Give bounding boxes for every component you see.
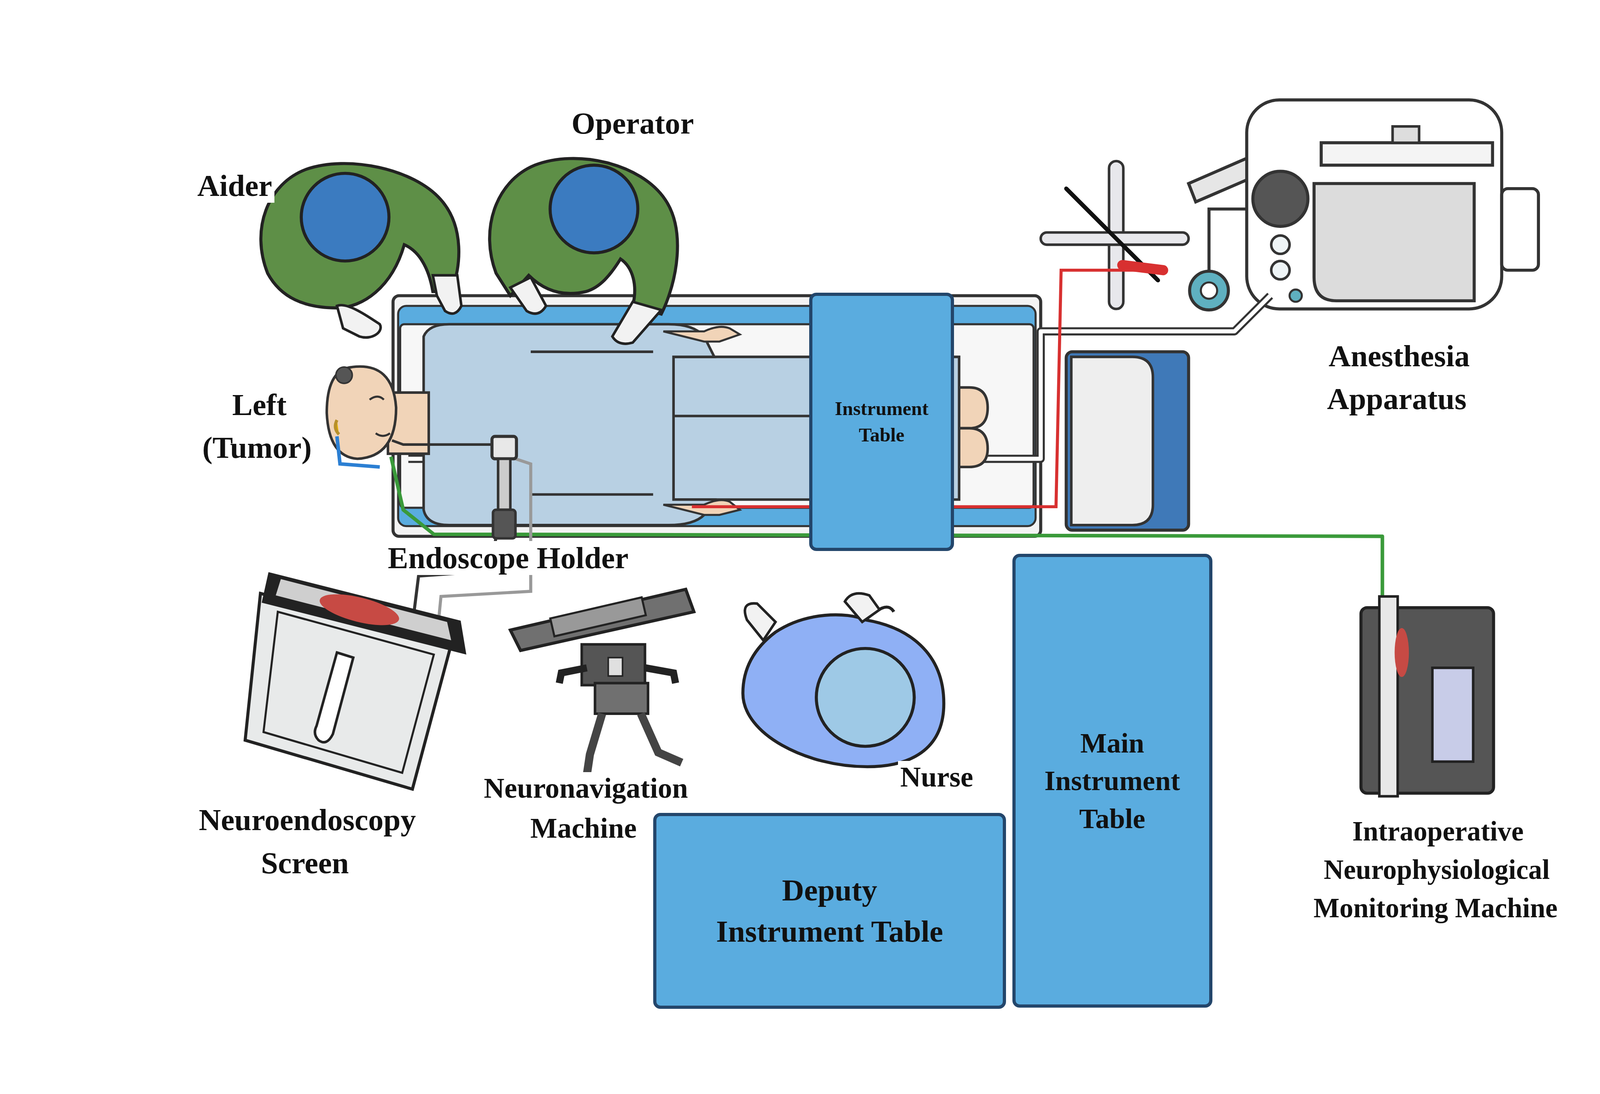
table-label: Instrument Table (819, 395, 944, 448)
instrument-table: Deputy Instrument Table (653, 813, 1007, 1010)
part-label: Operator (505, 102, 761, 145)
part-label: Neuroendoscopy Screen (183, 798, 429, 885)
part-label-text: Endoscope Holder (385, 541, 632, 576)
part-label-text: Operator (569, 106, 697, 141)
part-label-text: Intraoperative Neurophysiological Monito… (1313, 816, 1560, 924)
part-label-text: Neuronavigation Machine (481, 772, 688, 844)
part-label-text: Anesthesia Apparatus (1326, 339, 1470, 416)
part-label-text: Aider (194, 168, 275, 203)
part-label: Endoscope Holder (355, 536, 662, 580)
part-label: Intraoperative Neurophysiological Monito… (1303, 812, 1571, 928)
part-label-text: Neuroendoscopy Screen (196, 803, 416, 880)
part-label-text: Nurse (898, 761, 976, 793)
part-label-text: Left (Tumor) (202, 388, 314, 465)
part-label: Left (Tumor) (194, 383, 323, 470)
part-label: Aider (153, 164, 317, 208)
table-label: Deputy Instrument Table (708, 870, 951, 953)
instrument-table: Main Instrument Table (1012, 554, 1213, 1008)
part-label: Neuronavigation Machine (471, 768, 698, 849)
table-label: Main Instrument Table (1020, 724, 1204, 838)
part-label: Anesthesia Apparatus (1311, 334, 1485, 421)
part-label: Nurse (860, 757, 1014, 798)
instrument-table: Instrument Table (809, 292, 954, 551)
